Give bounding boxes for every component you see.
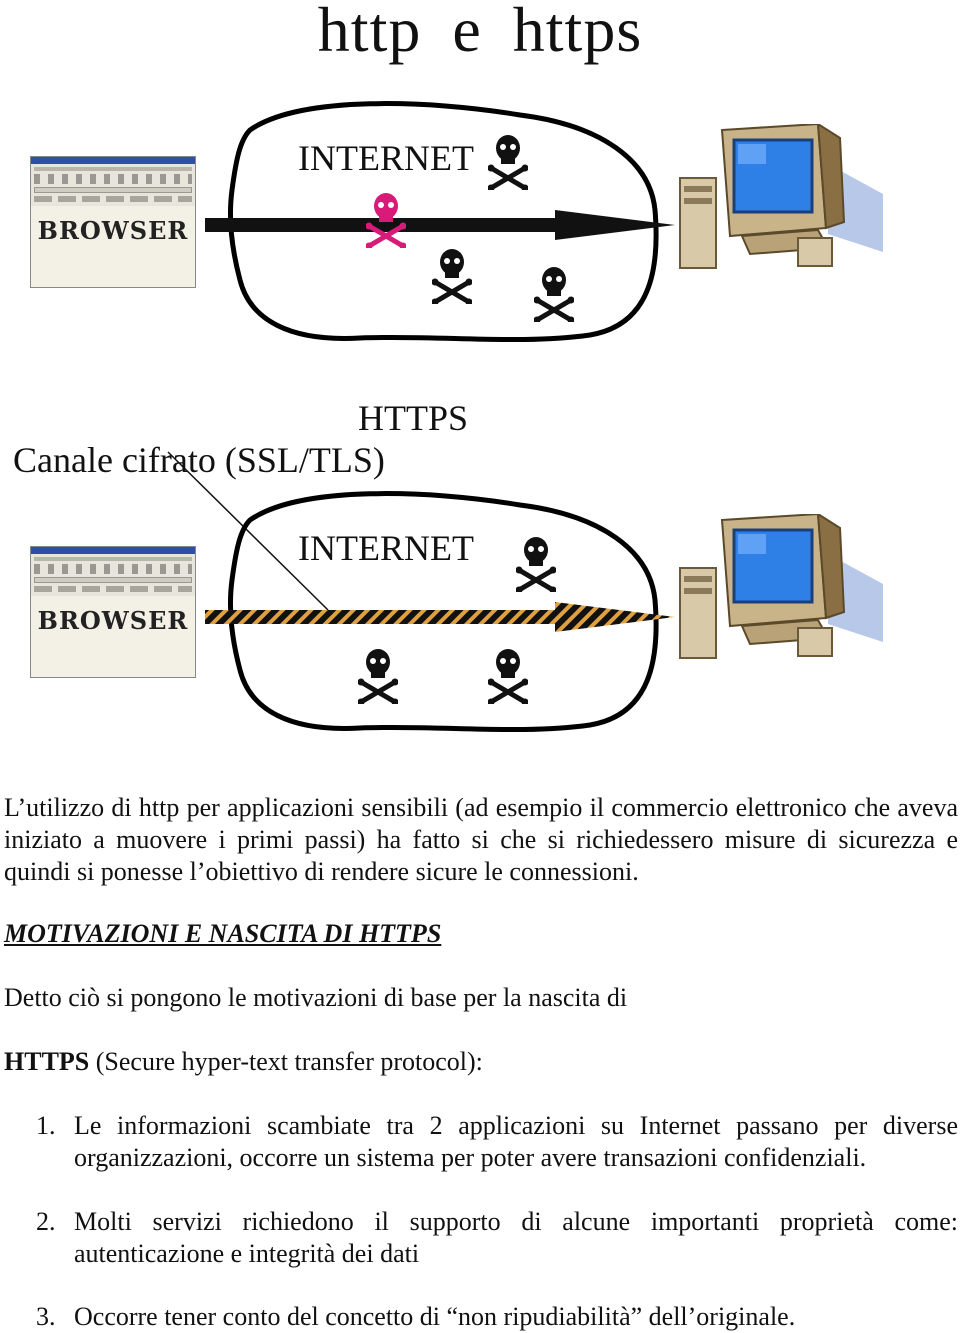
internet-cloud-shape: [227, 491, 659, 733]
browser-label: BROWSER: [37, 216, 189, 245]
skull-crossbones-icon: [516, 537, 556, 592]
intro-paragraph: L’utilizzo di http per applicazioni sens…: [4, 793, 958, 886]
computer-icon: [679, 124, 883, 269]
https-definition: (Secure hyper-text transfer protocol):: [89, 1047, 483, 1076]
computer-icon: [679, 514, 883, 659]
list-item-number: 2.: [36, 1207, 56, 1236]
list-item-text: Molti servizi richiedono il supporto di …: [74, 1207, 958, 1268]
list-item-number: 3.: [36, 1302, 56, 1331]
list-item-text: Le informazioni scambiate tra 2 applicaz…: [74, 1111, 958, 1172]
https-label: HTTPS: [358, 398, 469, 438]
list-item-number: 1.: [36, 1111, 56, 1140]
internet-label: INTERNET: [298, 138, 474, 178]
browser-window-icon: BROWSER: [30, 156, 196, 288]
list-item-text: Occorre tener conto del concetto di “non…: [74, 1302, 796, 1331]
https-term: HTTPS: [4, 1047, 90, 1076]
skull-crossbones-icon: [488, 135, 528, 190]
page-title: http e https: [317, 0, 643, 65]
arrow-icon: [205, 602, 675, 632]
skull-crossbones-icon: [432, 249, 472, 304]
section-heading: MOTIVAZIONI E NASCITA DI HTTPS: [4, 919, 442, 948]
skull-crossbones-icon: [534, 267, 574, 322]
browser-label: BROWSER: [37, 606, 189, 635]
browser-window-icon: BROWSER: [30, 546, 196, 678]
arrow-icon: [205, 210, 675, 240]
internet-cloud-shape: [227, 101, 659, 343]
https-definition-line: HTTPS (Secure hyper-text transfer protoc…: [4, 1046, 483, 1078]
skull-crossbones-icon: [488, 649, 528, 704]
http-diagram: INTERNET: [0, 90, 960, 350]
internet-label: INTERNET: [298, 528, 474, 568]
skull-crossbones-icon: [358, 649, 398, 704]
skull-crossbones-icon: [366, 193, 406, 248]
lead-line: Detto ciò si pongono le motivazioni di b…: [4, 983, 628, 1012]
https-diagram: INTERNET: [0, 480, 960, 740]
encrypted-channel-label: Canale cifrato (SSL/TLS): [13, 440, 385, 480]
